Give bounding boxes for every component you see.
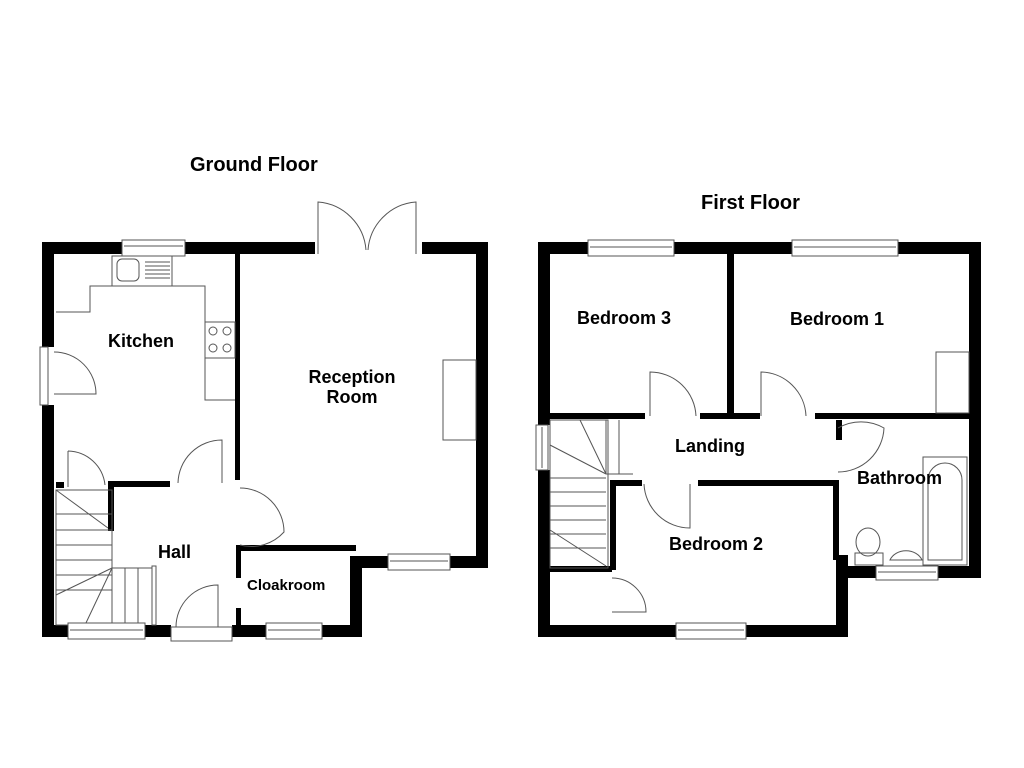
room-label-landing: Landing xyxy=(675,436,745,456)
room-label-reception-line1: Reception xyxy=(308,367,396,387)
room-label-reception: Reception Room xyxy=(302,367,402,408)
room-label-bedroom2: Bedroom 2 xyxy=(669,534,764,554)
room-label-reception-line2: Room xyxy=(326,386,378,407)
room-label-bedroom1: Bedroom 1 xyxy=(790,309,885,329)
first-floor-walls xyxy=(538,242,981,637)
room-label-hall: Hall xyxy=(158,542,192,562)
ground-floor-fixtures xyxy=(39,201,477,642)
room-label-kitchen: Kitchen xyxy=(108,331,175,351)
first-floor-title: First Floor xyxy=(701,192,800,214)
ground-floor-title: Ground Floor xyxy=(190,154,318,176)
room-label-bathroom: Bathroom xyxy=(857,468,942,488)
room-label-bedroom3: Bedroom 3 xyxy=(577,308,672,328)
room-label-cloakroom: Cloakroom xyxy=(247,577,326,594)
ground-floor-walls xyxy=(42,242,488,637)
first-floor-fixtures xyxy=(535,239,970,640)
